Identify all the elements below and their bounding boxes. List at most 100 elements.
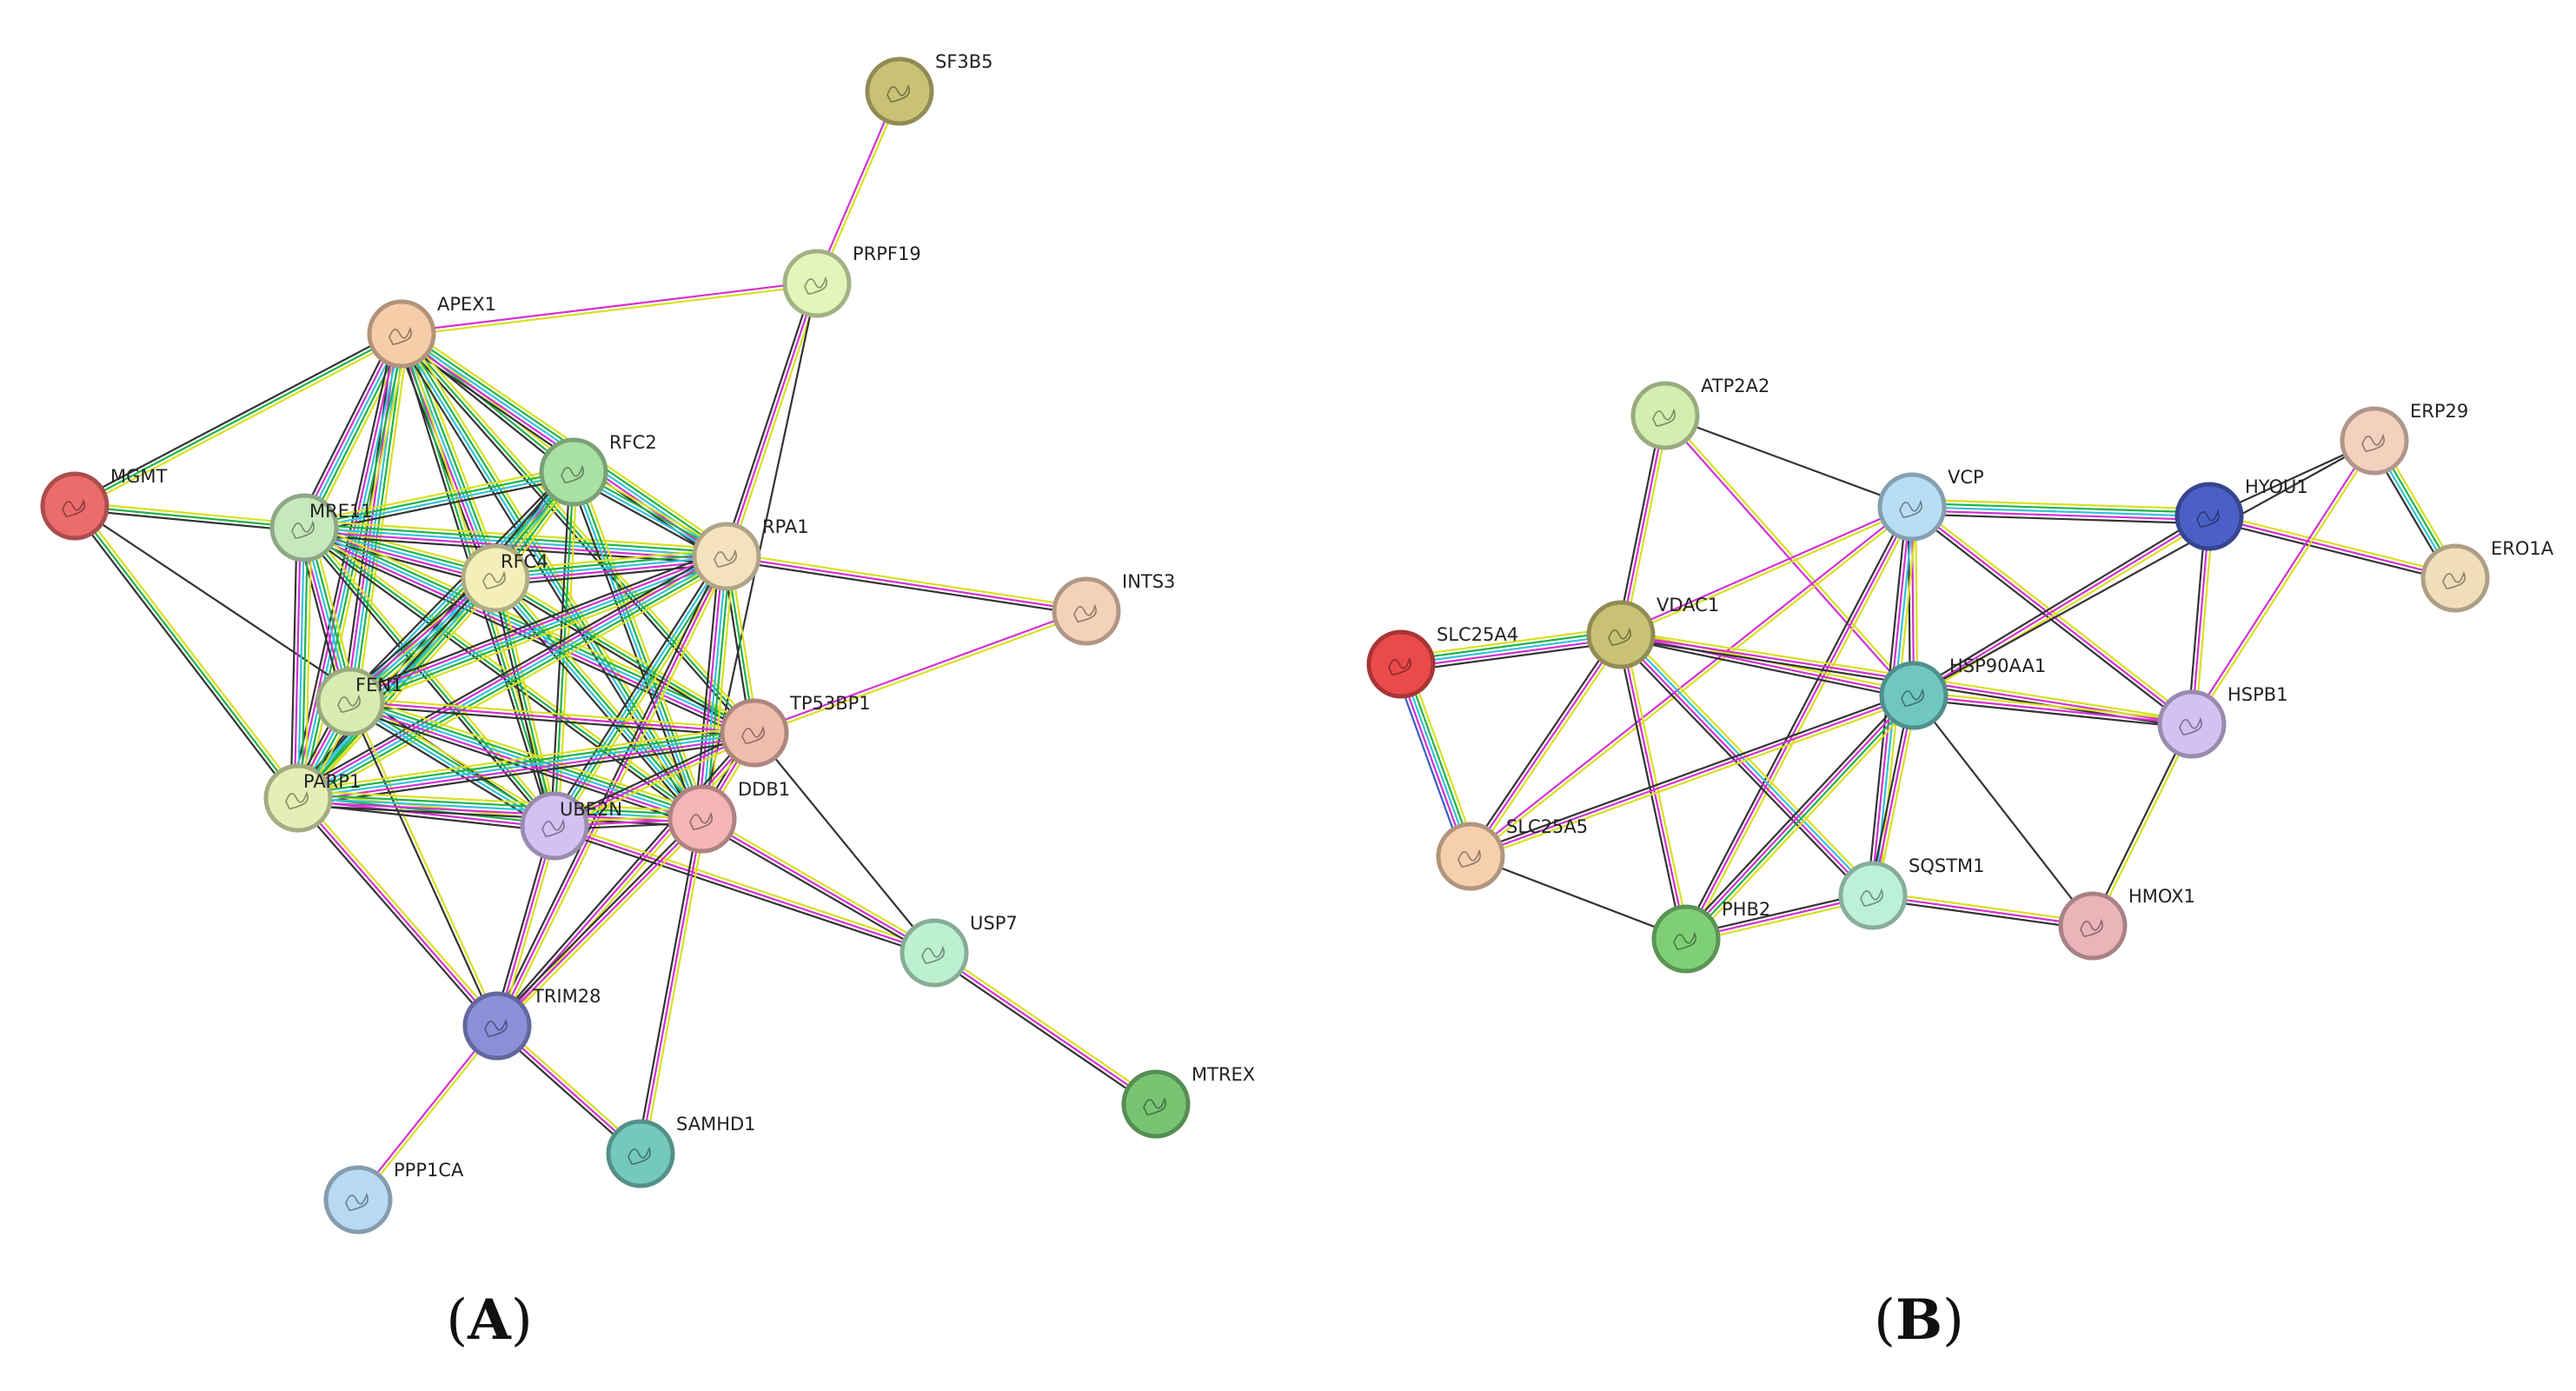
node-circle (539, 437, 608, 507)
node-mgmt[interactable]: MGMT (40, 466, 168, 541)
node-circle (2058, 891, 2128, 961)
edge-line (574, 470, 706, 819)
node-circle (2174, 482, 2244, 551)
node-usp7[interactable]: USP7 (900, 913, 1018, 988)
edge-line (2190, 516, 2211, 725)
edge-line (498, 574, 707, 816)
edge-line (301, 528, 309, 799)
node-rpa1[interactable]: RPA1 (692, 516, 809, 591)
node-circle (2340, 406, 2409, 476)
edge-line (493, 729, 753, 1024)
node-hsp90aa1[interactable]: HSP90AA1 (1879, 656, 2046, 730)
node-slc25a4[interactable]: SLC25A4 (1366, 624, 1518, 699)
edge-line (1913, 516, 2210, 696)
edge-line (302, 465, 573, 523)
node-apex1[interactable]: APEX1 (367, 294, 496, 369)
node-circle (692, 522, 761, 591)
edge-line (352, 562, 730, 709)
protein-structure-icon (1673, 931, 1696, 950)
node-label: FEN1 (355, 675, 402, 696)
edge-line (297, 797, 498, 1027)
node-atp2a2[interactable]: ATP2A2 (1630, 376, 1769, 450)
node-parp1[interactable]: PARP1 (263, 763, 361, 833)
edge-line (1400, 629, 1621, 662)
node-hmox1[interactable]: HMOX1 (2058, 886, 2195, 961)
protein-structure-icon (2361, 433, 2385, 452)
node-sqstm1[interactable]: SQSTM1 (1838, 855, 1985, 930)
node-prpf19[interactable]: PRPF19 (782, 243, 921, 318)
edge-line (493, 578, 702, 822)
edge-HSP90AA1-HMOX1 (1913, 695, 2094, 927)
edge-FEN1-TRIM28 (348, 700, 500, 1028)
edge-line (76, 502, 302, 797)
edge-line (1616, 637, 1870, 901)
edge-line (493, 554, 725, 1025)
node-label: MGMT (110, 466, 168, 487)
edge-line (1623, 629, 1878, 893)
node-rfc2[interactable]: RFC2 (539, 432, 657, 507)
edge-RFC2-DDB1 (568, 469, 708, 822)
edge-line (298, 793, 703, 816)
edge-HSP90AA1-HSPB1 (1913, 690, 2193, 729)
edge-line (70, 507, 296, 802)
node-trim28[interactable]: TRIM28 (462, 986, 601, 1061)
node-circle (1121, 1069, 1191, 1139)
node-rfc4[interactable]: RFC4 (461, 543, 548, 613)
node-fen1[interactable]: FEN1 (315, 667, 402, 736)
node-sf3b5[interactable]: SF3B5 (865, 51, 993, 126)
node-circle (1651, 904, 1721, 974)
node-hyou1[interactable]: HYOU1 (2174, 476, 2308, 551)
edge-MGMT-PARP1 (70, 502, 302, 802)
edge-ERP29-HSPB1 (2189, 439, 2377, 726)
node-vdac1[interactable]: VDAC1 (1586, 595, 1719, 669)
edge-line (1689, 698, 1919, 944)
node-phb2[interactable]: PHB2 (1651, 899, 1770, 974)
edge-line (298, 735, 755, 803)
edge-HSP90AA1-SLC25A5 (1469, 691, 1915, 861)
edge-line (931, 955, 1155, 1108)
edge-line (705, 556, 732, 820)
node-erp29[interactable]: ERP29 (2340, 401, 2468, 476)
node-ppp1ca[interactable]: PPP1CA (323, 1160, 464, 1235)
edge-line (301, 562, 731, 806)
edge-line (1406, 661, 1478, 855)
edge-line (1682, 504, 1910, 938)
edge-line (72, 329, 401, 504)
edge-line (494, 815, 700, 1024)
node-vcp[interactable]: VCP (1877, 467, 1984, 542)
node-slc25a5[interactable]: SLC25A5 (1436, 816, 1588, 891)
edge-line (298, 789, 703, 813)
edge-line (1619, 415, 1667, 636)
node-label: MRE11 (309, 501, 373, 522)
edge-line (490, 581, 700, 823)
node-ints3[interactable]: INTS3 (1052, 571, 1175, 646)
node-hspb1[interactable]: HSPB1 (2157, 684, 2288, 759)
node-mtrex[interactable]: MTREX (1121, 1064, 1255, 1139)
node-label: PARP1 (303, 771, 361, 792)
panel-label-b: (B) (1874, 1288, 1964, 1353)
edge-HSPB1-HMOX1 (2090, 722, 2194, 928)
protein-structure-icon (1388, 656, 1411, 676)
node-ube2n[interactable]: UBE2N (520, 791, 622, 861)
protein-structure-icon (2442, 570, 2466, 589)
edge-line (1623, 633, 1691, 939)
node-tp53bp1[interactable]: TP53BP1 (720, 693, 871, 768)
edge-line (296, 724, 754, 792)
protein-structure-icon (1899, 499, 1922, 518)
node-samhd1[interactable]: SAMHD1 (606, 1114, 756, 1188)
node-mre11[interactable]: MRE11 (269, 493, 373, 562)
edge-USP7-TP53BP1 (754, 732, 935, 954)
edge-line (349, 704, 754, 738)
edge-line (74, 505, 299, 799)
edge-RPA1-PARP1 (294, 549, 731, 806)
protein-structure-icon (388, 326, 412, 345)
edge-line (296, 527, 306, 799)
node-ddb1[interactable]: DDB1 (667, 779, 790, 854)
node-ero1a[interactable]: ERO1A (2420, 538, 2554, 613)
edge-line (554, 824, 935, 955)
edge-DDB1-TRIM28 (494, 815, 706, 1029)
edge-line (74, 504, 305, 529)
